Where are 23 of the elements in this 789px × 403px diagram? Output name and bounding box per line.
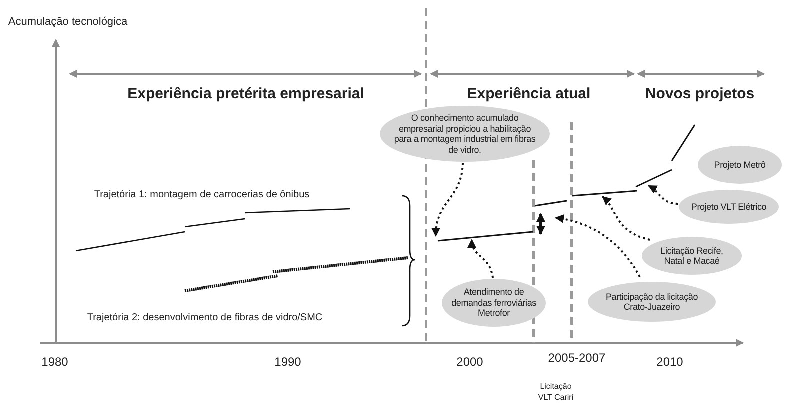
leader-line [648, 185, 678, 205]
leader-line [468, 239, 494, 278]
period-heading: Novos projetos [645, 86, 755, 102]
callout-text: Licitação Recife, Natal e Macaé [660, 246, 724, 266]
callout-text: Projeto Metrô [714, 160, 766, 170]
trajectory-label: Trajetória 1: montagem de carrocerias de ônibus [94, 190, 310, 200]
callout-text: Participação da licitação Crato-Juazeiro [604, 292, 700, 312]
period-heading: Experiência pretérita empresarial [128, 86, 364, 102]
axis-label: Acumulação tecnológica [8, 16, 128, 28]
year-label: 1990 [274, 355, 302, 369]
year-label: 2000 [456, 355, 484, 369]
leader-line [602, 196, 650, 241]
callout-text: Atendimento de demandas ferroviárias Metrofor [450, 287, 538, 319]
leader-line [555, 214, 641, 278]
trajectory-label: Trajetória 2: desenvolvimento de fibras de vidro/SMC [87, 312, 323, 324]
year-label: 2010 [656, 355, 684, 369]
callout-text: Projeto VLT Elétrico [691, 202, 767, 212]
note: Licitação VLT Cariri [537, 381, 575, 403]
year-label: 1980 [42, 355, 68, 369]
year-label: 2005-2007 [548, 351, 606, 365]
callout-text: O conhecimento acumulado empresarial propiciou a habilitação para a montagem industrial em fibras de vidro. [393, 113, 537, 155]
leader-line [432, 162, 464, 237]
period-heading: Experiência atual [467, 86, 591, 102]
